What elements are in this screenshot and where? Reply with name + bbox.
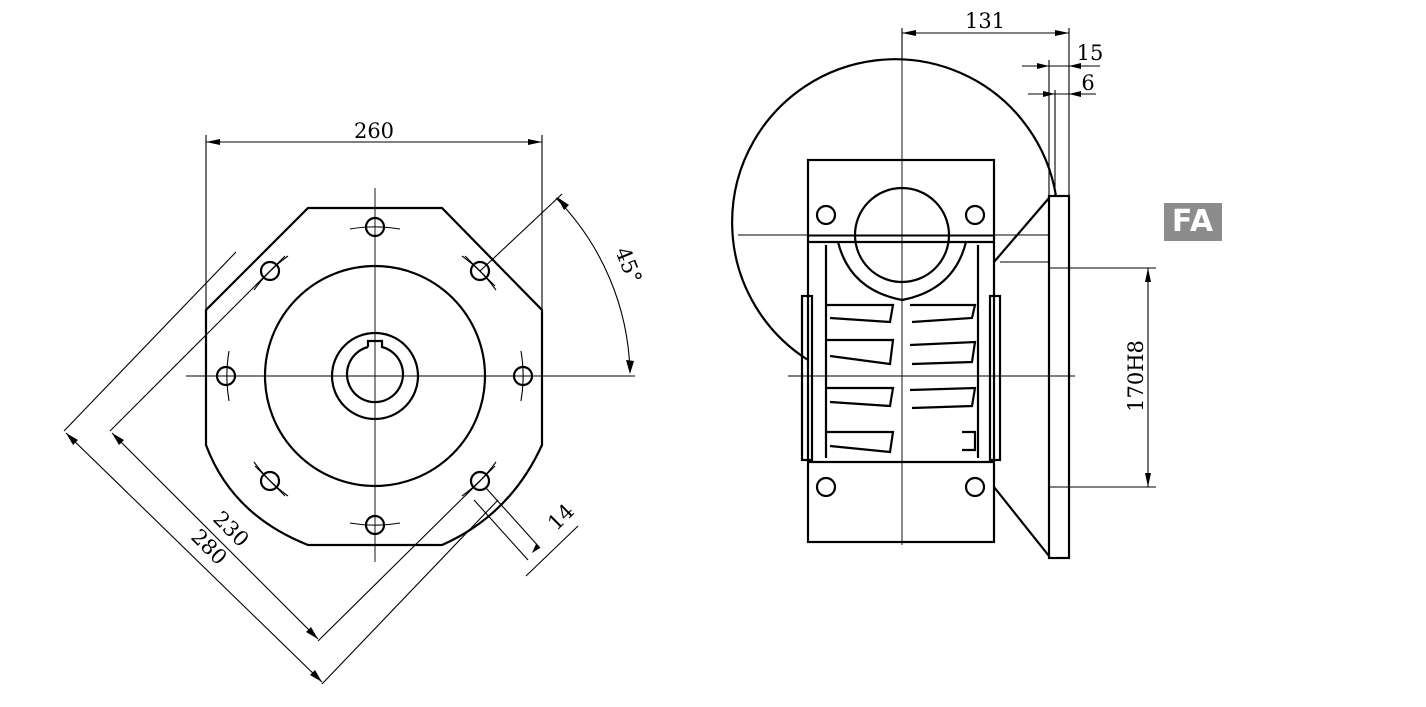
dim-length-label: 131 — [965, 9, 1005, 33]
front-view: 260 45° 230 280 — [63, 119, 647, 685]
dim-angle-label: 45° — [610, 244, 646, 288]
bore-keyway — [345, 339, 405, 404]
dim-width-label: 260 — [354, 119, 394, 143]
dimension-170h8: 170H8 — [1069, 267, 1156, 488]
bolt-hole — [259, 470, 281, 492]
dim-pilot-label: 170H8 — [1124, 340, 1148, 412]
side-view: 131 15 6 170H8 — [731, 9, 1156, 560]
wheel-housing-arc — [731, 58, 1058, 361]
dim-flange-thickness-label: 15 — [1077, 41, 1104, 65]
dimension-260: 260 — [205, 119, 543, 310]
bolt-hole — [469, 260, 491, 282]
bolt-hole — [259, 260, 281, 282]
fa-badge: FA — [1164, 203, 1222, 241]
bolt-hole — [469, 470, 491, 492]
gearbox-body — [800, 158, 1002, 544]
dimension-15-6: 15 6 — [1022, 41, 1103, 196]
dimension-45deg: 45° — [479, 193, 647, 374]
bolt-hole — [215, 365, 237, 387]
bore-outer — [330, 331, 420, 421]
pilot-circle — [263, 264, 487, 488]
flange-outline — [204, 206, 544, 547]
output-flange — [993, 194, 1071, 560]
dimension-14: 14 — [473, 487, 579, 577]
dimension-131: 131 — [901, 9, 1070, 196]
worm-teeth — [824, 245, 980, 458]
dim-spigot-label: 6 — [1081, 71, 1094, 95]
